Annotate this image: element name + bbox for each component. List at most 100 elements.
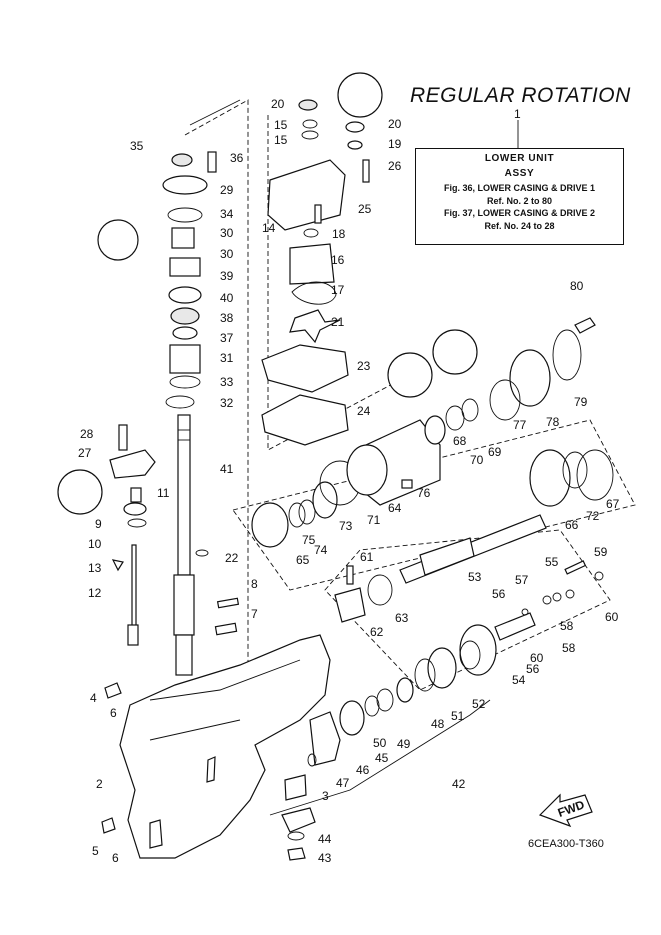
part-number-label: 35: [130, 139, 144, 153]
part-number-labels: 2345667891011121314151516171819202021222…: [78, 97, 620, 865]
part-number-label: 71: [367, 513, 381, 527]
part-number-label: 3: [322, 789, 329, 803]
part-number-label: 38: [220, 311, 234, 325]
part-number-label: 20: [388, 117, 402, 131]
part-number-label: 47: [336, 776, 350, 790]
part-number-label: 74: [314, 543, 328, 557]
part-number-label: 6: [112, 851, 119, 865]
forward-gear-bearings: [251, 317, 614, 548]
part-number-label: 13: [88, 561, 102, 575]
assembly-box-line: Fig. 37, LOWER CASING & DRIVE 2: [443, 208, 596, 218]
assembly-box-subtitle: ASSY: [504, 167, 535, 179]
part-number-label: 28: [80, 427, 94, 441]
propeller-shaft: [399, 514, 547, 584]
part-number-label: 53: [468, 570, 482, 584]
assembly-reference-box: LOWER UNIT ASSY Fig. 36, LOWER CASING & …: [415, 148, 624, 245]
part-number-label: 64: [388, 501, 402, 515]
part-number-label: 56: [492, 587, 506, 601]
part-number-label: 65: [296, 553, 310, 567]
part-number-label: 43: [318, 851, 332, 865]
part-number-label: 79: [574, 395, 588, 409]
part-number-label: 49: [397, 737, 411, 751]
part-number-label: 44: [318, 832, 332, 846]
part-number-label: 50: [373, 736, 387, 750]
part-number-label: 9: [95, 517, 102, 531]
water-pump: [261, 99, 370, 446]
part-number-label: 32: [220, 396, 234, 410]
part-number-label: 2: [96, 777, 103, 791]
part-number-label: 60: [530, 651, 544, 665]
part-number-label: 18: [332, 227, 346, 241]
part-number-label: 41: [220, 462, 234, 476]
part-number-label: 76: [417, 486, 431, 500]
part-number-label: 54: [512, 673, 526, 687]
shift-rod-assembly: [109, 424, 209, 646]
part-number-label: 51: [451, 709, 465, 723]
part-number-label: 48: [431, 717, 445, 731]
part-number-label: 36: [230, 151, 244, 165]
part-number-label: 52: [472, 697, 486, 711]
lower-casing: [101, 634, 331, 859]
part-number-label: 72: [586, 509, 600, 523]
part-number-label: 7: [251, 607, 258, 621]
part-number-label: 45: [375, 751, 389, 765]
part-number-label: 63: [395, 611, 409, 625]
shift-links: [214, 597, 240, 636]
part-number-label: 60: [605, 610, 619, 624]
part-number-label: 20: [271, 97, 285, 111]
part-number-label: 30: [220, 247, 234, 261]
part-number-label: 11: [157, 486, 170, 500]
part-number-label: 21: [331, 315, 345, 329]
assembly-box-line: Ref. No. 24 to 28: [484, 220, 555, 231]
part-number-label: 75: [302, 533, 316, 547]
part-number-label: 19: [388, 137, 402, 151]
part-number-label: 67: [606, 497, 620, 511]
part-number-label: 31: [220, 351, 234, 365]
part-number-label: 40: [220, 291, 234, 305]
part-number-label: 39: [220, 269, 234, 283]
part-number-label: 66: [565, 518, 579, 532]
drawing-code: 6CEA300-T360: [528, 838, 604, 850]
part-number-label: 62: [370, 625, 384, 639]
part-number-label: 24: [357, 404, 371, 418]
part-number-label: 77: [513, 418, 527, 432]
part-number-label: 29: [220, 183, 234, 197]
part-number-label: 56: [526, 662, 540, 676]
part-number-label: 59: [594, 545, 608, 559]
part-number-label: 10: [88, 537, 102, 551]
part-number-label: 68: [453, 434, 467, 448]
part-number-label: 12: [88, 586, 102, 600]
part-number-label: 6: [110, 706, 117, 720]
fwd-arrow-icon: FWD: [538, 793, 593, 828]
part-number-label: 22: [225, 551, 239, 565]
part-number-label: 5: [92, 844, 99, 858]
part-number-label: 25: [358, 202, 372, 216]
part-number-label: 14: [262, 221, 276, 235]
reverse-gear-bearings: [281, 624, 497, 861]
assembly-box-line: Fig. 36, LOWER CASING & DRIVE 1: [443, 183, 596, 193]
part-number-label: 46: [356, 763, 370, 777]
clutch-assembly: [334, 560, 604, 641]
part-number-label: 80: [570, 279, 584, 293]
part-number-label: 57: [515, 573, 529, 587]
part-number-label: 70: [470, 453, 484, 467]
shaft-seal-stack: [162, 151, 217, 409]
part-number-label: 15: [274, 133, 288, 147]
assembly-box-line: Ref. No. 2 to 80: [486, 195, 552, 206]
part-number-label: 58: [560, 619, 574, 633]
part-number-label: 15: [274, 118, 288, 132]
drive-shaft: [173, 414, 195, 676]
part-number-label: 27: [78, 446, 92, 460]
part-number-label: 8: [251, 577, 258, 591]
part-number-label: 42: [452, 777, 466, 791]
part-number-label: 58: [562, 641, 576, 655]
part-number-label: 34: [220, 207, 234, 221]
part-number-label: 16: [331, 253, 345, 267]
part-number-label: 37: [220, 331, 234, 345]
detail-callouts: [57, 72, 478, 515]
part-number-label: 30: [220, 226, 234, 240]
part-number-label: 69: [488, 445, 502, 459]
part-number-label: 61: [360, 550, 374, 564]
part-number-label: 23: [357, 359, 371, 373]
